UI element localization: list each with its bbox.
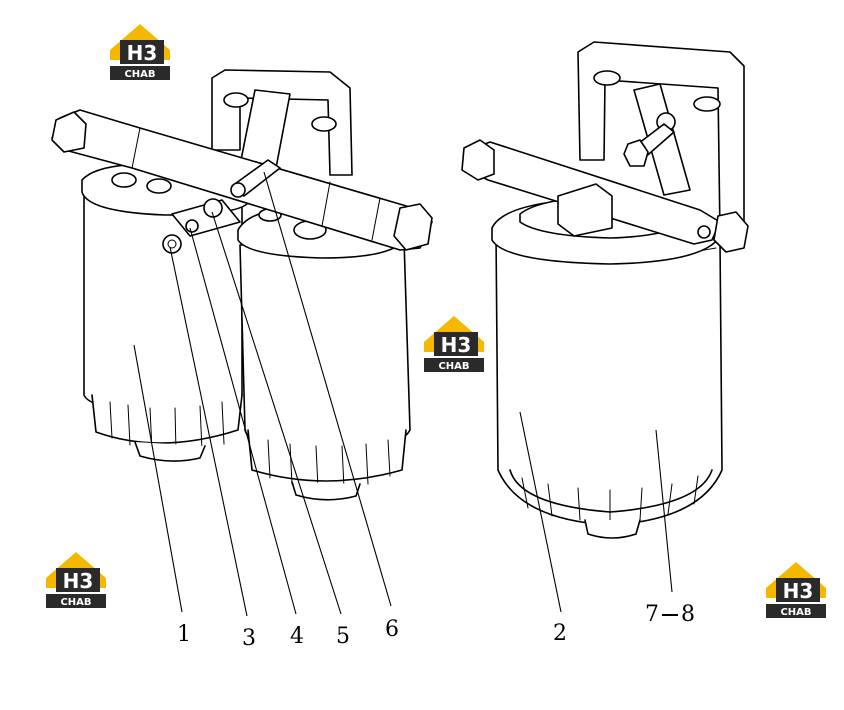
callout-7: 7 (645, 602, 659, 627)
callout-6: 6 (385, 617, 399, 642)
svg-text:CHAB: CHAB (780, 607, 811, 618)
single-filter-assembly (461, 41, 749, 539)
svg-text:H3: H3 (127, 41, 158, 65)
svg-text:H3: H3 (441, 333, 472, 357)
svg-text:CHAB: CHAB (124, 69, 155, 80)
leader-4 (189, 227, 297, 615)
leader-6 (263, 171, 392, 607)
svg-text:CHAB: CHAB (438, 361, 469, 372)
leader-3 (169, 246, 248, 617)
svg-text:H3: H3 (63, 569, 94, 593)
leader-7-8 (655, 429, 673, 593)
callout-5: 5 (336, 624, 350, 649)
leader-1 (133, 344, 183, 613)
callout-4: 4 (290, 624, 304, 649)
callout-dash (662, 614, 678, 616)
double-filter-assembly (51, 69, 433, 501)
callout-1: 1 (177, 622, 191, 647)
callout-3: 3 (242, 626, 256, 651)
leader-5 (211, 211, 342, 615)
brand-logo-bottom-right: H3 CHAB (766, 562, 826, 618)
callout-2: 2 (553, 621, 567, 646)
brand-logo-center: H3 CHAB (424, 316, 484, 372)
leader-2 (519, 411, 562, 613)
svg-text:CHAB: CHAB (60, 597, 91, 608)
callout-8: 8 (681, 602, 695, 627)
leader-lines (133, 171, 673, 617)
svg-text:H3: H3 (783, 579, 814, 603)
brand-logo-bottom-left: H3 CHAB (46, 552, 106, 608)
brand-logo-top-left: H3 CHAB (110, 24, 170, 80)
